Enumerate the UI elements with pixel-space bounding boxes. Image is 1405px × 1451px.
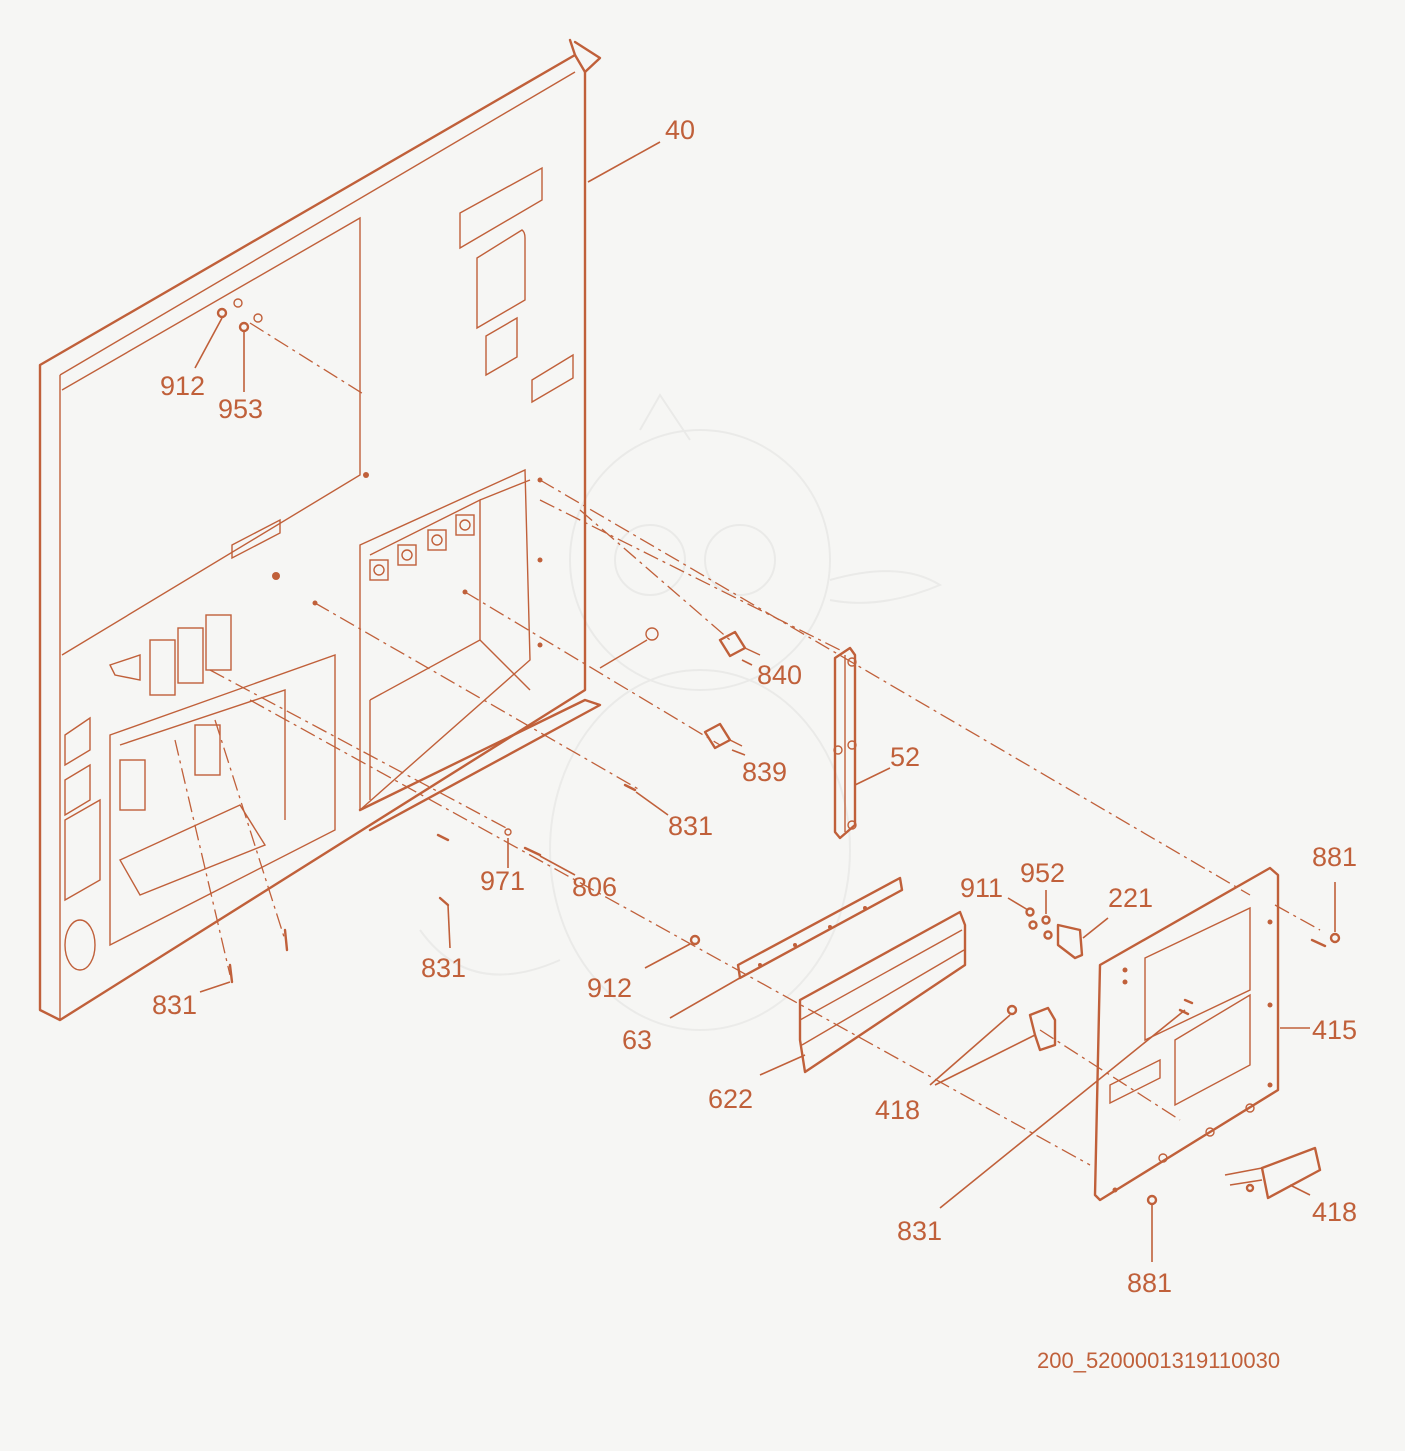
screws-831-806-971	[228, 783, 637, 984]
part-63-strip	[689, 876, 904, 980]
part-418-bracket-lower	[1224, 1146, 1322, 1200]
part-415-plate	[1093, 866, 1280, 1202]
label-221: 221	[1108, 883, 1153, 913]
label-806: 806	[572, 872, 617, 902]
label-418-upper: 418	[875, 1095, 920, 1125]
label-971: 971	[480, 866, 525, 896]
watermark-mascot	[419, 393, 943, 1031]
label-912-bottom: 912	[587, 973, 632, 1003]
label-911: 911	[960, 873, 1003, 903]
label-881-bottom: 881	[1127, 1268, 1172, 1298]
label-881-top: 881	[1312, 842, 1357, 872]
label-831-right: 831	[897, 1216, 942, 1246]
part-labels: 40 912 953 840 839 52 831 971 806 831 83…	[152, 115, 1357, 1373]
label-52: 52	[890, 742, 920, 772]
screw-839	[703, 722, 743, 750]
part-418-bracket-upper	[1006, 1004, 1057, 1052]
parts-911-952-221	[1025, 907, 1084, 960]
label-831-center: 831	[668, 811, 713, 841]
part-622-cover	[798, 910, 967, 1074]
label-952: 952	[1020, 858, 1065, 888]
label-912-top: 912	[160, 371, 205, 401]
label-63: 63	[622, 1025, 652, 1055]
screw-840	[718, 630, 761, 658]
label-831-left: 831	[152, 990, 197, 1020]
label-840: 840	[757, 660, 802, 690]
terminal-block	[369, 514, 475, 581]
cable-lug	[599, 627, 659, 669]
label-40: 40	[665, 115, 695, 145]
part-40-panel	[38, 38, 602, 1022]
label-622: 622	[708, 1084, 753, 1114]
label-831-mid: 831	[421, 953, 466, 983]
label-953: 953	[218, 394, 263, 424]
relay-group	[109, 614, 232, 811]
assembly-lines	[174, 322, 1321, 1166]
label-415: 415	[1312, 1015, 1357, 1045]
fastener-912-953	[216, 298, 263, 333]
screws-881	[1146, 932, 1341, 1206]
document-id: 200_5200001319110030	[1037, 1348, 1280, 1373]
label-839: 839	[742, 757, 787, 787]
part-52-rail	[833, 646, 857, 840]
leader-lines	[194, 141, 1336, 1262]
label-418-lower: 418	[1312, 1197, 1357, 1227]
